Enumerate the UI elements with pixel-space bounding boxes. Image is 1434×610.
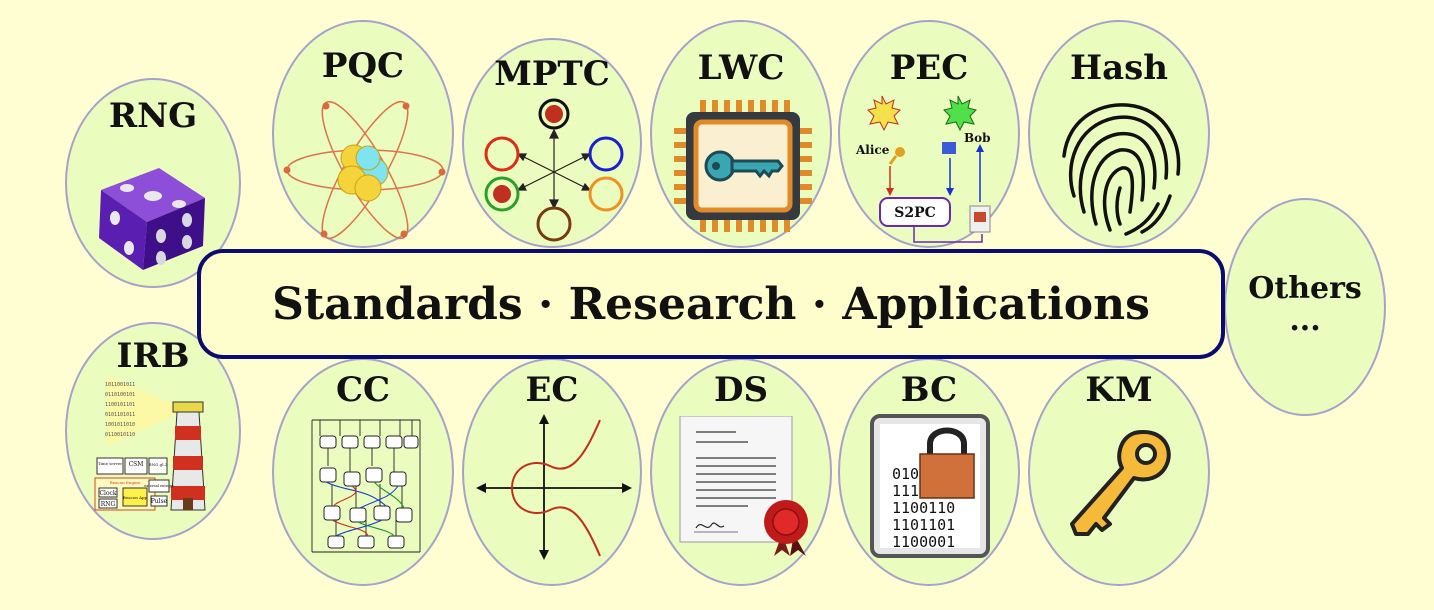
s2pc-diagram-icon: Alice Bob S2PC [855, 95, 991, 243]
chip-key-icon [674, 100, 812, 232]
topic-bc-label: BC [900, 370, 958, 410]
topic-irb: IRB 1011001011 0110100101 1100101101 010110… [65, 322, 241, 540]
multiparty-icon [484, 98, 624, 242]
topic-cc-label: CC [335, 370, 391, 410]
topic-ec: EC [462, 358, 642, 586]
topic-others-label: Others [1248, 271, 1362, 306]
topic-mptc: MPTC [462, 38, 642, 248]
svg-text:0110010110: 0110010110 [105, 432, 135, 438]
topic-ds-label: DS [713, 370, 769, 410]
topic-bc: BC 010 111 1100110 1101101 1100001 [838, 358, 1020, 586]
svg-text:1011001011: 1011001011 [105, 382, 135, 388]
irb-csm: CSM [129, 461, 144, 468]
pec-alice-label: Alice [855, 143, 890, 157]
elliptic-curve-icon [476, 414, 632, 560]
pec-bob-label: Bob [964, 131, 991, 145]
irb-beacon-engine: Beacon Engine [110, 480, 141, 485]
topic-ec-label: EC [525, 370, 579, 410]
svg-text:1001011010: 1001011010 [105, 422, 135, 428]
topic-km: KM [1028, 358, 1210, 586]
topic-hash: Hash [1028, 20, 1210, 248]
svg-text:0110100101: 0110100101 [105, 392, 135, 398]
bc-bit-row: 1100110 [892, 499, 956, 517]
irb-rng: RNG [101, 501, 116, 508]
irb-pulse: Pulse [151, 498, 168, 505]
topic-lwc-label: LWC [697, 48, 785, 88]
topic-lwc: LWC [650, 20, 832, 248]
dice-icon [99, 168, 205, 270]
encrypted-data-icon: 010 111 1100110 1101101 1100001 [870, 414, 990, 558]
topic-rng: RNG [65, 78, 241, 288]
topic-others: Others ... [1224, 198, 1386, 416]
randomness-beacon-icon: 1011001011 0110100101 1100101101 0101101011… [94, 376, 206, 511]
key-icon [1070, 430, 1171, 536]
svg-text:0101101011: 0101101011 [105, 412, 135, 418]
irb-external-entropy: external entropy [144, 484, 174, 488]
topic-mptc-label: MPTC [494, 54, 610, 94]
irb-beacon-app: Beacon App [123, 495, 148, 500]
topic-pec-label: PEC [889, 48, 969, 88]
irb-rng-gl2: RNG gl.2 [149, 462, 168, 467]
bc-bit-row: 111 [892, 482, 920, 500]
topic-rng-label: RNG [108, 96, 198, 136]
svg-text:1100101101: 1100101101 [105, 402, 135, 408]
bc-bit-row: 010 [892, 465, 920, 483]
topic-pqc: PQC [272, 20, 454, 248]
bc-bit-row: 1101101 [892, 516, 956, 534]
bc-bit-row: 1100001 [892, 533, 956, 551]
fingerprint-icon [1062, 103, 1181, 236]
topic-pqc-label: PQC [321, 46, 405, 86]
topic-ds: DS [650, 358, 832, 586]
irb-clock: Clock [99, 490, 116, 497]
bc-bits: 010 111 1100110 1101101 1100001 [892, 466, 955, 551]
irb-time-server: Time server [98, 461, 122, 466]
topic-cc: CC [272, 358, 454, 586]
signed-document-icon [679, 416, 808, 556]
topic-hash-label: Hash [1069, 48, 1168, 88]
topic-km-label: KM [1085, 370, 1153, 410]
circuit-icon [311, 419, 421, 553]
topic-others-ellipsis: ... [1289, 303, 1321, 338]
topic-irb-label: IRB [116, 336, 190, 376]
padlock-icon [919, 427, 975, 499]
pec-s2pc-box: S2PC [894, 205, 936, 221]
topic-pec: PEC Alice Bob S2PC [838, 20, 1020, 248]
atom-icon [283, 100, 446, 240]
central-banner: Standards · Research · Applications [197, 249, 1225, 359]
